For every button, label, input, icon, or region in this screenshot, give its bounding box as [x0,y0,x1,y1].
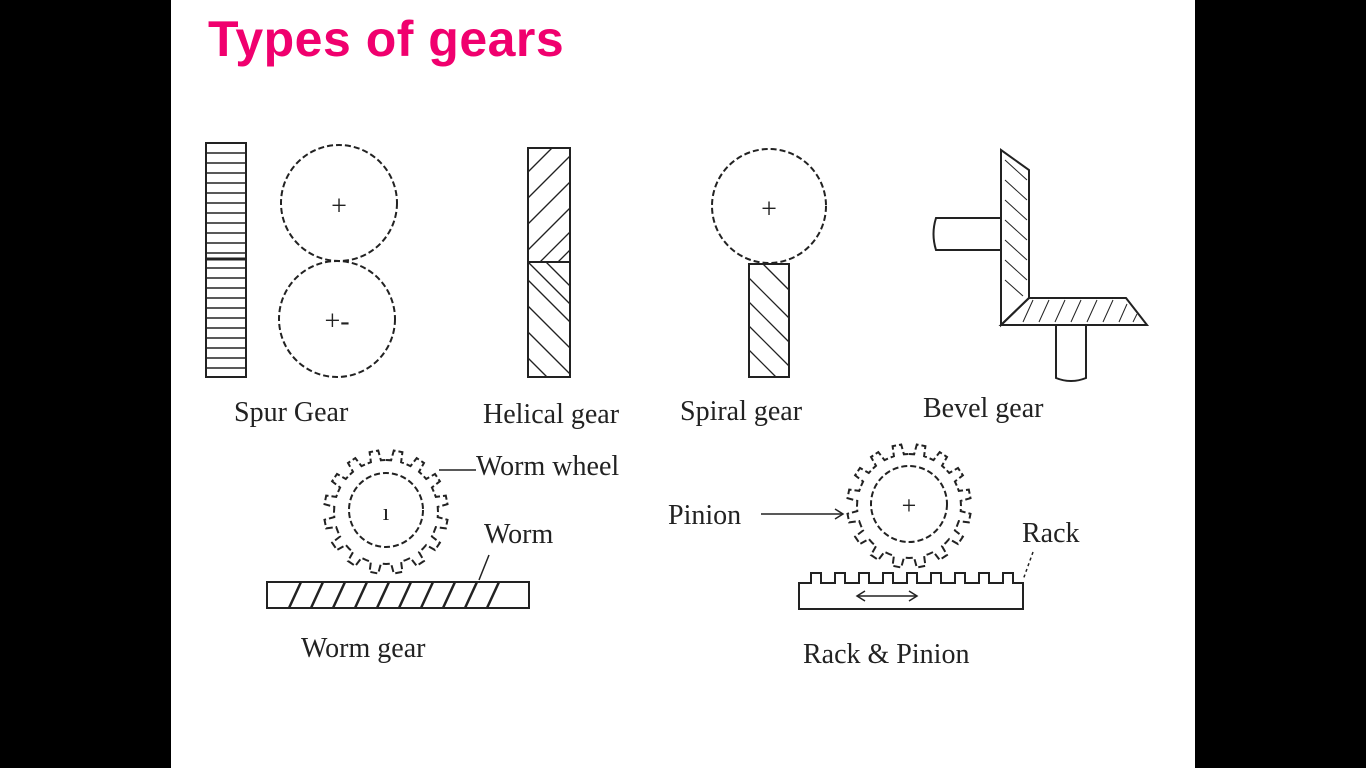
helical-gear-lower-block [527,261,571,378]
worm-gear-figure [266,449,530,609]
slide: Types of gears [171,0,1195,768]
bevel-gear-figure [932,148,1150,382]
spiral-gear-figure [711,148,827,378]
spiral-gear-circle [711,148,827,264]
worm-shaft [266,581,530,609]
spiral-gear-block [748,263,790,378]
helical-gear-hatch [527,147,571,378]
rack-arrow-left-head [855,590,866,602]
pinion-outline [846,443,972,569]
worm-wheel-outline [323,449,449,575]
spiral-gear-label: Spiral gear [680,396,803,427]
pinion-center-mark: + [902,491,917,520]
worm-wheel-label: Worm wheel [476,451,619,482]
bevel-gear-label: Bevel gear [923,393,1044,424]
bevel-gear-horizontal-gear [998,297,1150,326]
worm-gear-label: Worm gear [301,633,426,664]
worm-leader [478,554,490,581]
worm-wheel-center-mark: ı [383,500,390,526]
spur-gear-teeth-lines [206,152,246,369]
rack-pinion-figure [761,443,1034,610]
worm-wheel-inner-circle [348,472,424,548]
spiral-gear-center-mark: + [761,194,777,225]
spiral-gear-hatch [748,263,790,378]
pinion-teeth [846,443,972,569]
bevel-gear-horizontal-shaft [932,217,1001,251]
spur-gear-upper-center-mark: + [331,191,347,222]
bevel-gear-hatch [1004,159,1138,323]
spur-gear-label: Spur Gear [234,397,349,428]
gear-types-diagram: + +- + + ı Spur Gear Helical gear Spiral… [205,142,1150,670]
rack-and-pinion-label: Rack & Pinion [803,639,969,670]
spur-gear-lower-center-mark: +- [324,306,349,337]
spur-gear-figure [205,142,398,378]
bevel-gear-vertical-shaft [1055,325,1087,382]
pinion-leader-head [834,508,845,520]
rack [798,572,1024,610]
rack-label: Rack [1022,518,1080,549]
spur-gear-lower-circle [278,260,396,378]
worm-wheel-teeth [323,449,449,575]
worm-label: Worm [484,519,554,550]
rack-arrow-right-head [908,590,919,602]
pinion-label: Pinion [668,500,741,531]
worm-threads [287,581,501,609]
helical-gear-label: Helical gear [483,399,620,430]
pinion-inner-circle [870,465,948,543]
rack-leader [1022,551,1034,581]
slide-title: Types of gears [208,11,565,67]
helical-gear-figure [527,147,571,378]
